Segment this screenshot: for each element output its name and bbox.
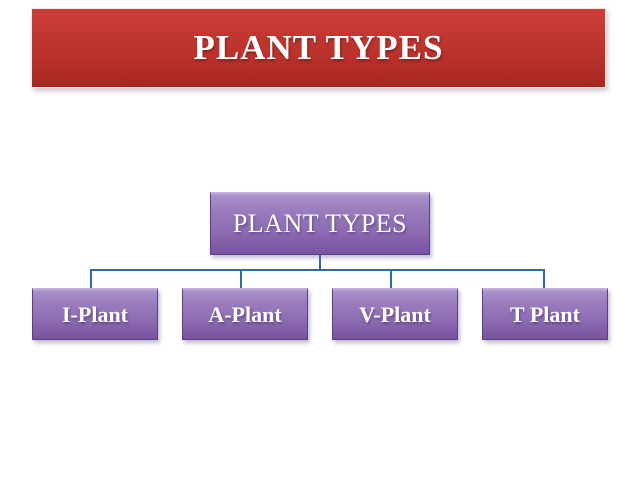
org-node-child-4-label: T Plant — [510, 301, 580, 327]
title-banner: PLANT TYPES — [31, 8, 606, 88]
connector-root-stem — [319, 255, 321, 271]
org-node-root-label: PLANT TYPES — [232, 209, 408, 238]
connector-horizontal-bus — [90, 269, 545, 271]
connector-drop-1 — [90, 269, 92, 289]
org-node-child-2-label: A-Plant — [208, 301, 282, 327]
connector-drop-2 — [240, 269, 242, 289]
org-node-child-3[interactable]: V-Plant — [332, 288, 458, 340]
org-node-child-1[interactable]: I-Plant — [32, 288, 158, 340]
org-node-child-1-label: I-Plant — [62, 301, 128, 327]
org-node-child-2[interactable]: A-Plant — [182, 288, 308, 340]
org-node-child-4[interactable]: T Plant — [482, 288, 608, 340]
connector-drop-3 — [390, 269, 392, 289]
connector-drop-4 — [543, 269, 545, 289]
page-title: PLANT TYPES — [193, 28, 444, 67]
org-node-child-3-label: V-Plant — [359, 301, 431, 327]
org-node-root[interactable]: PLANT TYPES — [210, 192, 430, 255]
